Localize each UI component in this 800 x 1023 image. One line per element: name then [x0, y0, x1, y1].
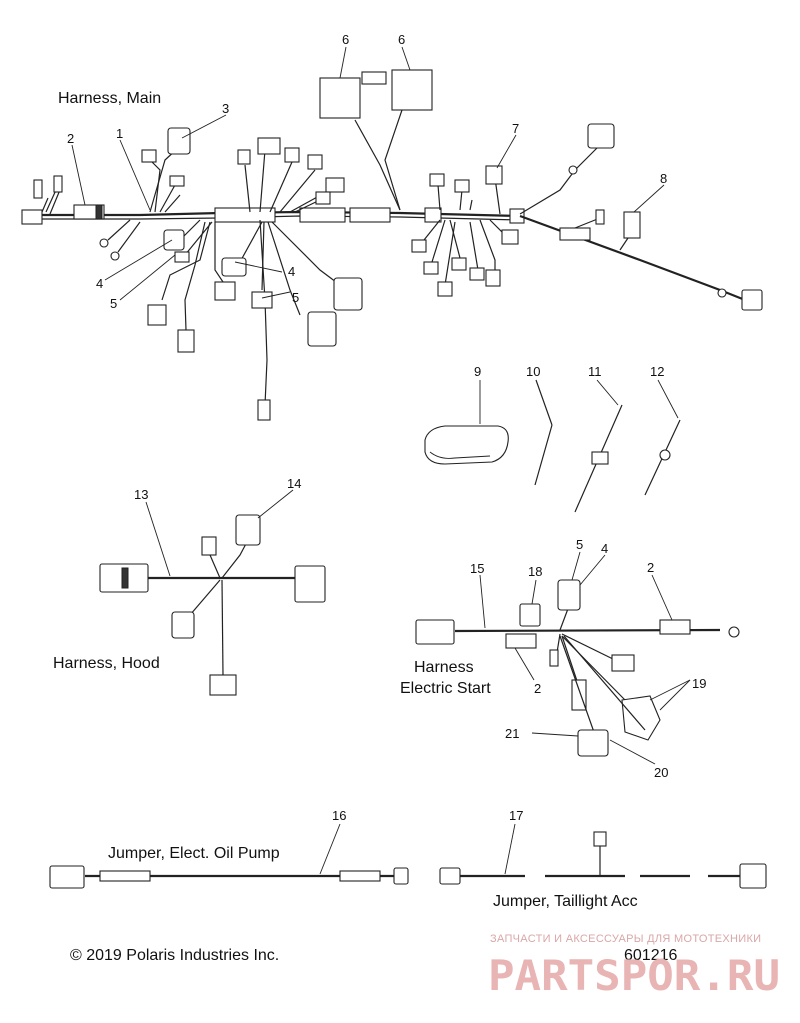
callout-10: 10 — [526, 364, 540, 379]
callout-15: 15 — [470, 561, 484, 576]
callout-4-left: 4 — [96, 276, 103, 291]
callout-3: 3 — [222, 101, 229, 116]
jumper-taillight-assembly — [439, 823, 767, 889]
callout-14: 14 — [287, 476, 301, 491]
title-jumper-oil-pump: Jumper, Elect. Oil Pump — [108, 845, 280, 862]
callout-5-left: 5 — [110, 296, 117, 311]
watermark-tagline: ЗАПЧАСТИ И АКСЕССУАРЫ ДЛЯ МОТОТЕХНИКИ — [490, 933, 761, 945]
callout-12: 12 — [650, 364, 664, 379]
callout-13: 13 — [134, 487, 148, 502]
callout-5-right: 5 — [292, 290, 299, 305]
title-harness-hood: Harness, Hood — [53, 655, 160, 672]
callout-2: 2 — [67, 131, 74, 146]
title-harness-electric-start-2: Electric Start — [400, 680, 491, 697]
title-jumper-taillight: Jumper, Taillight Acc — [493, 893, 638, 910]
callout-11: 11 — [588, 364, 602, 379]
callout-8: 8 — [660, 171, 667, 186]
title-harness-electric-start-1: Harness — [414, 659, 474, 676]
callout-19: 19 — [692, 676, 706, 691]
copyright-text: © 2019 Polaris Industries Inc. — [70, 947, 279, 964]
callout-17: 17 — [509, 808, 523, 823]
callout-20: 20 — [654, 765, 668, 780]
title-harness-main: Harness, Main — [58, 90, 161, 107]
callout-4-right: 4 — [288, 264, 295, 279]
callout-1: 1 — [116, 126, 123, 141]
callout-6-right: 6 — [398, 32, 405, 47]
watermark-brand: PARTSPOR.RU — [488, 951, 780, 1000]
callout-7: 7 — [512, 121, 519, 136]
harness-electric-start-assembly — [415, 551, 740, 765]
callout-6-left: 6 — [342, 32, 349, 47]
jumper-oil-pump-assembly — [49, 823, 409, 889]
callout-18: 18 — [528, 564, 542, 579]
callout-16: 16 — [332, 808, 346, 823]
harness-hood-assembly — [99, 489, 326, 696]
callout-2-es-right: 2 — [647, 560, 654, 575]
accessory-parts — [424, 379, 681, 513]
callout-4-es: 4 — [601, 541, 608, 556]
callout-5-es: 5 — [576, 537, 583, 552]
callout-2-es-bottom: 2 — [534, 681, 541, 696]
leader-lines-main — [71, 46, 665, 301]
callout-9: 9 — [474, 364, 481, 379]
callout-21: 21 — [505, 726, 519, 741]
drawing-number: 601216 — [624, 947, 677, 964]
